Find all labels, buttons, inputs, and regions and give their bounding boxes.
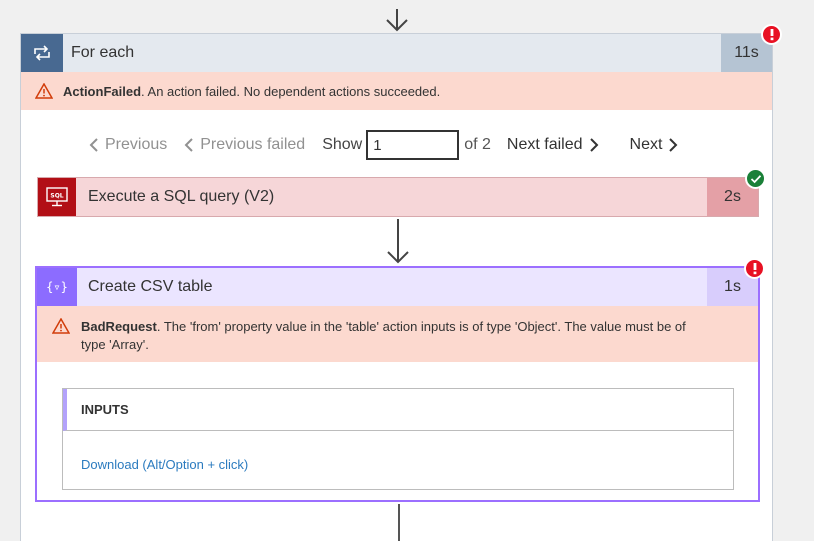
previous-label: Previous: [105, 136, 168, 153]
flow-arrow-icon: [386, 9, 408, 32]
chevron-right-icon: [589, 138, 598, 152]
foreach-card: For each 11s ActionFailed. An action fai…: [20, 33, 773, 541]
csv-action-card: {▿} Create CSV table 1s BadRequest. The …: [35, 266, 760, 502]
foreach-error-badge-icon: [761, 24, 782, 45]
csv-error-code: BadRequest: [81, 319, 157, 334]
page-count-label: of 2: [464, 136, 491, 153]
sql-server-icon: SQL: [38, 178, 76, 216]
sql-action-title: Execute a SQL query (V2): [88, 188, 275, 205]
inputs-section: INPUTS Download (Alt/Option + click): [62, 388, 734, 490]
foreach-error-banner: ActionFailed. An action failed. No depen…: [21, 72, 772, 110]
csv-error-banner: BadRequest. The 'from' property value in…: [37, 306, 758, 362]
chevron-right-icon: [669, 138, 678, 152]
next-failed-label: Next failed: [506, 136, 583, 153]
next-button[interactable]: Next: [630, 136, 679, 154]
csv-action-header[interactable]: {▿} Create CSV table 1s: [37, 268, 758, 306]
sql-action-card[interactable]: SQL Execute a SQL query (V2) 2s: [37, 177, 759, 217]
csv-action-title: Create CSV table: [88, 278, 213, 295]
warning-icon: [52, 318, 70, 334]
iteration-pager: Previous Previous failed Show of 2 Next …: [89, 130, 678, 160]
flow-arrow-icon: [387, 219, 409, 264]
previous-button[interactable]: Previous: [89, 136, 167, 154]
chevron-left-icon: [89, 138, 98, 152]
csv-error-badge-icon: [744, 258, 765, 279]
warning-icon: [35, 83, 53, 99]
previous-failed-label: Previous failed: [200, 136, 306, 153]
csv-error-message: . The 'from' property value in the 'tabl…: [81, 319, 686, 352]
next-label: Next: [629, 136, 663, 153]
foreach-error-code: ActionFailed: [63, 83, 142, 99]
loop-icon: [21, 34, 63, 72]
foreach-header[interactable]: For each 11s: [21, 34, 772, 72]
download-inputs-link[interactable]: Download (Alt/Option + click): [81, 457, 249, 472]
next-failed-button[interactable]: Next failed: [507, 136, 599, 154]
flow-connector: [398, 504, 400, 541]
inputs-header: INPUTS: [63, 389, 733, 431]
sql-icon-text: SQL: [50, 193, 63, 200]
sql-success-badge-icon: [745, 168, 766, 189]
chevron-left-icon: [184, 138, 193, 152]
data-operations-icon: {▿}: [37, 268, 77, 306]
page-number-input[interactable]: [366, 130, 460, 160]
foreach-error-message: . An action failed. No dependent actions…: [141, 83, 441, 99]
show-label: Show: [322, 136, 363, 153]
previous-failed-button[interactable]: Previous failed: [184, 136, 305, 154]
foreach-title: For each: [71, 44, 135, 61]
